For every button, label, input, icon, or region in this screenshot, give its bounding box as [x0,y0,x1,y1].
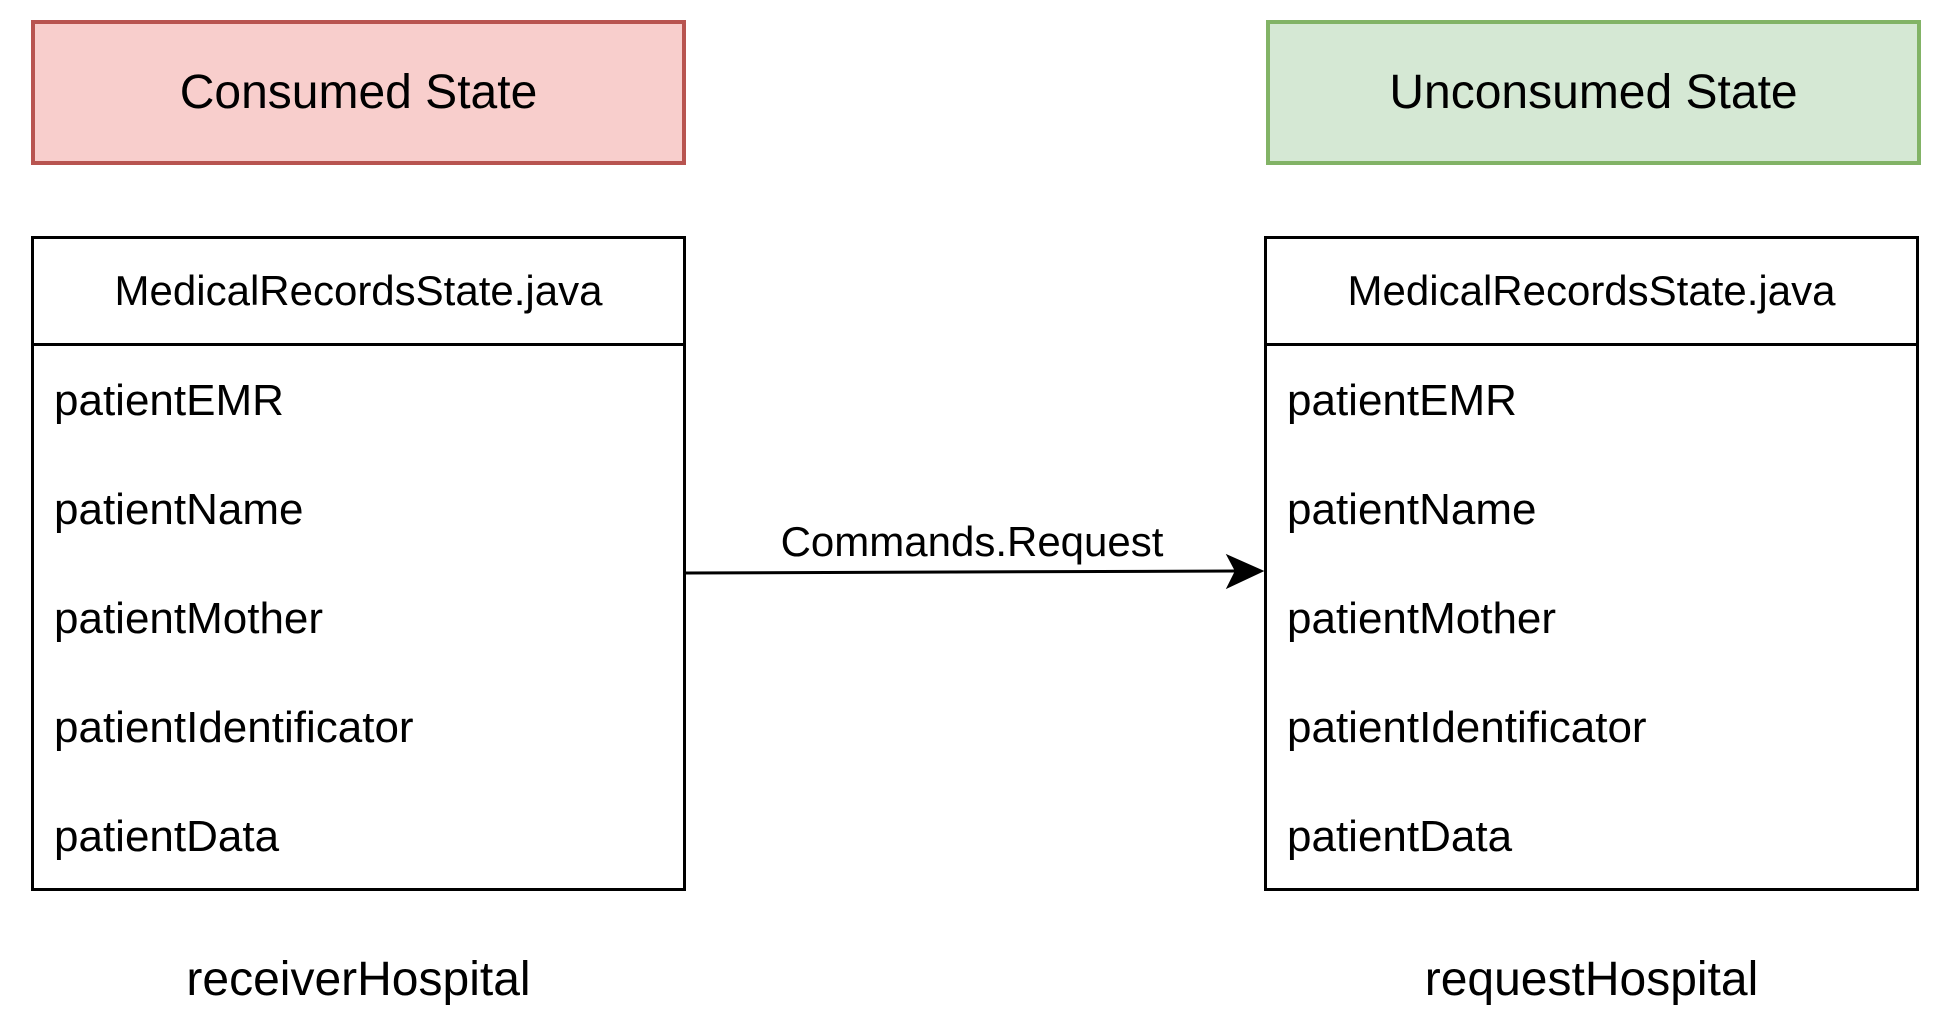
request-arrowhead-icon [1225,553,1265,590]
unconsumed-state-label: Unconsumed State [1389,66,1798,119]
unconsumed-state-box: Unconsumed State [1266,20,1921,165]
left-field-patient-mother: patientMother [54,594,324,643]
request-edge-label: Commands.Request [781,518,1164,565]
left-field-patient-emr: patientEMR [54,376,284,425]
right-field-patient-identificator: patientIdentificator [1287,703,1647,752]
right-class-title: MedicalRecordsState.java [1267,239,1916,346]
left-field-patient-identificator: patientIdentificator [54,703,414,752]
left-field-list: patientEMR patientName patientMother pat… [34,346,683,891]
request-arrow-line [685,569,1237,575]
left-class-title: MedicalRecordsState.java [34,239,683,346]
right-field-patient-emr: patientEMR [1287,376,1517,425]
left-class-box: MedicalRecordsState.java patientEMR pati… [31,236,686,891]
consumed-state-box: Consumed State [31,20,686,165]
left-field-patient-name: patientName [54,485,304,534]
consumed-state-label: Consumed State [179,66,538,119]
left-field-patient-data: patientData [54,812,280,861]
right-field-list: patientEMR patientName patientMother pat… [1267,346,1916,891]
right-field-patient-mother: patientMother [1287,594,1557,643]
request-hospital-label: requestHospital [1424,953,1759,1006]
receiver-hospital-label: receiverHospital [186,953,531,1006]
right-class-box: MedicalRecordsState.java patientEMR pati… [1264,236,1919,891]
right-field-patient-data: patientData [1287,812,1513,861]
right-field-patient-name: patientName [1287,485,1537,534]
